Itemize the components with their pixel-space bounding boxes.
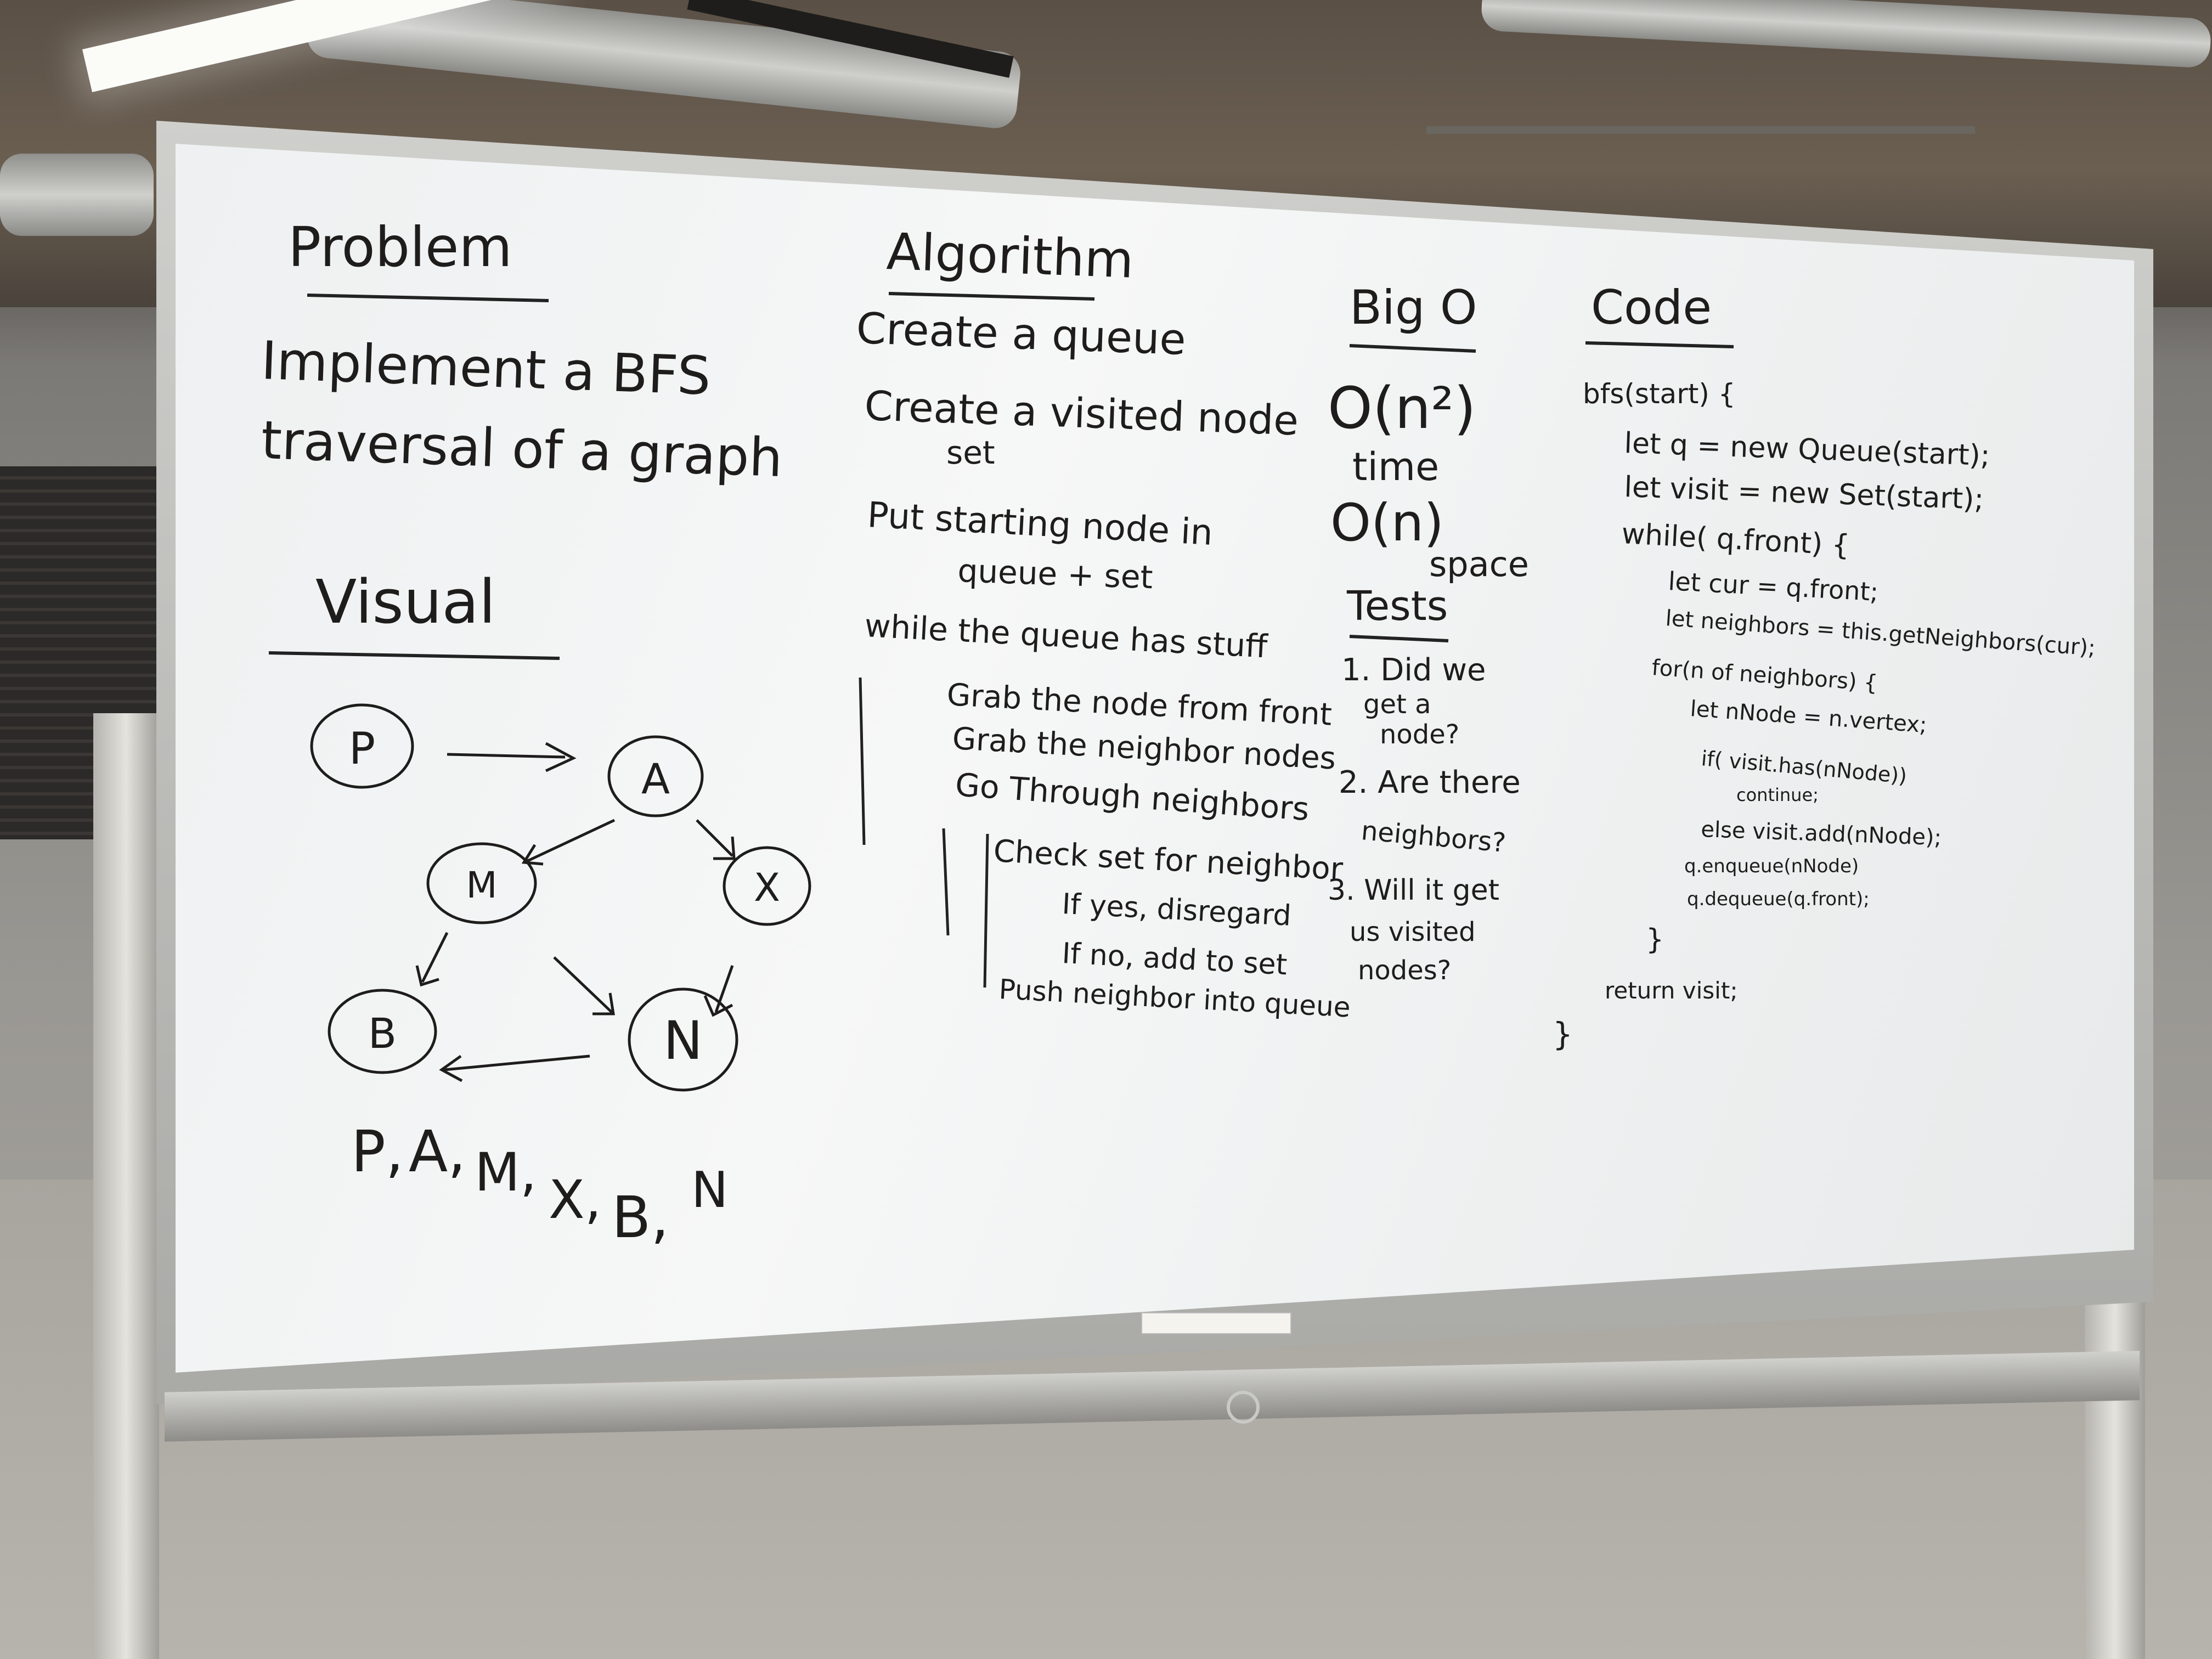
code-line: let cur = q.front; xyxy=(1667,566,1879,607)
code-line: continue; xyxy=(1736,785,1819,805)
hanging-ring xyxy=(1227,1391,1260,1424)
code-line: while( q.front) { xyxy=(1621,517,1850,562)
code-line: q.dequeue(q.front); xyxy=(1687,888,1870,910)
graph-node-p: P xyxy=(310,703,414,789)
code-line: bfs(start) { xyxy=(1583,378,1736,410)
algorithm-line: set xyxy=(946,434,995,471)
problem-line-2: traversal of a graph xyxy=(260,409,783,489)
tests-line: nodes? xyxy=(1358,955,1451,986)
traversal-order-item: M, xyxy=(475,1142,537,1203)
code-line: let q = new Queue(start); xyxy=(1624,427,1991,472)
bigo-time-label: time xyxy=(1352,444,1439,489)
graph-node-n: N xyxy=(628,988,738,1092)
graph-node-label: A xyxy=(641,754,670,803)
graph-node-label: N xyxy=(663,1010,703,1071)
code-line: } xyxy=(1553,1015,1573,1053)
graph-node-a: A xyxy=(607,735,704,817)
bigo-underline xyxy=(1349,344,1476,353)
code-line: for(n of neighbors) { xyxy=(1651,655,1878,696)
graph-node-b: B xyxy=(328,989,437,1074)
algorithm-line: Check set for neighbor xyxy=(992,833,1344,887)
graph-edges xyxy=(415,742,736,1082)
tests-underline xyxy=(1349,635,1449,642)
traversal-order-item: P, xyxy=(351,1118,404,1185)
tests-line: get a xyxy=(1363,689,1431,720)
algorithm-underline xyxy=(888,292,1095,301)
bigo-space-label: space xyxy=(1429,544,1529,584)
traversal-order-item: B, xyxy=(612,1184,669,1251)
whiteboard-surface xyxy=(176,144,2134,1373)
graph-node-label: P xyxy=(349,723,375,774)
algorithm-bracket xyxy=(859,677,866,845)
code-heading: Code xyxy=(1591,280,1712,335)
algorithm-line: Create a queue xyxy=(855,304,1187,365)
graph-node-m: M xyxy=(426,842,537,924)
tests-line: 1. Did we xyxy=(1341,652,1486,688)
code-line: let visit = new Set(start); xyxy=(1624,471,1984,516)
algorithm-line: If yes, disregard xyxy=(1061,888,1292,933)
traversal-order-item: A, xyxy=(409,1118,466,1185)
problem-line-1: Implement a BFS xyxy=(260,330,712,407)
bigo-space-value: O(n) xyxy=(1330,493,1444,553)
tests-line: 3. Will it get xyxy=(1328,874,1499,907)
visual-underline xyxy=(268,651,560,660)
algorithm-line: queue + set xyxy=(957,552,1154,596)
graph-node-label: B xyxy=(368,1009,397,1058)
problem-heading: Problem xyxy=(288,215,512,279)
bigo-time-value: O(n²) xyxy=(1328,375,1476,442)
graph-node-x: X xyxy=(723,846,811,926)
algorithm-line: Go Through neighbors xyxy=(954,766,1311,828)
code-line: if( visit.has(nNode)) xyxy=(1700,746,1908,788)
code-underline xyxy=(1585,341,1734,348)
tests-line: neighbors? xyxy=(1360,815,1507,859)
code-line: q.enqueue(nNode) xyxy=(1684,855,1859,877)
graph-node-label: M xyxy=(466,864,498,906)
traversal-order-item: N xyxy=(691,1161,728,1219)
ceiling-pipe-2 xyxy=(1426,126,1975,134)
algorithm-line: while the queue has stuff xyxy=(864,607,1269,665)
manufacturer-plate xyxy=(1141,1312,1291,1334)
graph-node-label: X xyxy=(754,865,780,910)
algorithm-line: Push neighbor into queue xyxy=(998,973,1351,1023)
traversal-order-item: X, xyxy=(549,1169,601,1231)
tests-line: us visited xyxy=(1350,917,1476,947)
tests-line: 2. Are there xyxy=(1339,765,1521,800)
code-line: return visit; xyxy=(1605,977,1737,1004)
code-line: let neighbors = this.getNeighbors(cur); xyxy=(1664,606,2096,661)
algorithm-line: If no, add to set xyxy=(1061,937,1288,981)
visual-heading: Visual xyxy=(315,567,495,637)
ceiling-duct-left xyxy=(0,154,154,236)
bigo-heading: Big O xyxy=(1350,280,1477,335)
algorithm-line: Create a visited node xyxy=(864,382,1299,445)
algorithm-heading: Algorithm xyxy=(885,222,1135,290)
code-line: } xyxy=(1646,923,1664,956)
code-line: else visit.add(nNode); xyxy=(1701,817,1942,850)
code-line: let nNode = n.vertex; xyxy=(1689,696,1927,738)
algorithm-bracket-inner xyxy=(942,828,950,936)
stand-leg-left xyxy=(93,713,159,1659)
problem-underline xyxy=(307,294,549,302)
algorithm-line: Put starting node in xyxy=(866,495,1214,554)
algorithm-bracket-inner-2 xyxy=(983,833,989,988)
tests-heading: Tests xyxy=(1346,583,1448,630)
tests-line: node? xyxy=(1380,719,1459,750)
